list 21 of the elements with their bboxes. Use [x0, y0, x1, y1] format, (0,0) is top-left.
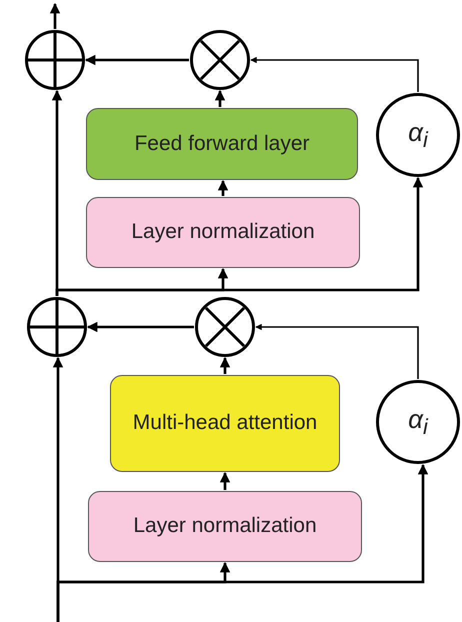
- coefficient-label: α$_{i}$: [408, 406, 428, 438]
- arrow: [86, 322, 194, 332]
- process-box: [88, 491, 362, 562]
- box-label: Feed forward layer: [134, 132, 310, 156]
- arrow: [220, 356, 230, 374]
- box-label: Multi-head attention: [132, 412, 318, 435]
- arrow: [220, 472, 230, 490]
- process-box: [86, 197, 360, 268]
- arrow: [56, 464, 428, 622]
- coefficient-label: α$_{i}$: [408, 118, 428, 152]
- arrow: [52, 90, 62, 296]
- box-label: Layer normalization: [133, 515, 317, 538]
- arrow: [50, 2, 60, 29]
- arrow: [255, 324, 419, 379]
- process-box: [110, 375, 340, 472]
- arrow: [214, 90, 226, 107]
- process-box: [86, 108, 358, 180]
- arrow: [218, 180, 228, 196]
- box-label: Layer normalization: [131, 221, 315, 244]
- arrow: [250, 56, 419, 92]
- arrow: [84, 54, 189, 66]
